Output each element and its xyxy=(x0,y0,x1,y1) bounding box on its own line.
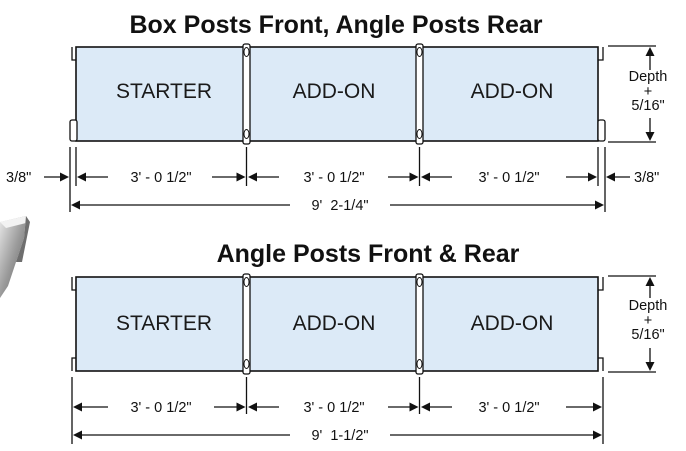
depth-label: Depth xyxy=(629,298,668,314)
total-dimension-label: 9' 1-1/2" xyxy=(311,428,368,444)
end-post-right xyxy=(598,277,604,371)
bay-dimension: 3' - 0 1/2" xyxy=(248,400,419,416)
diagram-title: Box Posts Front, Angle Posts Rear xyxy=(129,11,542,39)
bay-dimension-label: 3' - 0 1/2" xyxy=(130,400,191,416)
diagram-box-posts-front-angle-rear: Box Posts Front, Angle Posts Rear STARTE… xyxy=(6,11,667,214)
depth-label: Depth xyxy=(629,69,668,85)
depth-plus: + xyxy=(644,313,652,329)
bay-dimension: 3' - 0 1/2" xyxy=(421,170,597,186)
diagram-title: Angle Posts Front & Rear xyxy=(217,240,520,268)
end-post-right xyxy=(597,47,606,142)
bay-label: ADD-ON xyxy=(471,80,554,103)
bay-label: STARTER xyxy=(116,312,212,335)
interior-post xyxy=(415,273,424,375)
partial-product-photo xyxy=(0,216,30,298)
end-post-left xyxy=(71,277,76,371)
bay-label: STARTER xyxy=(116,80,212,103)
bay-dimension: 3' - 0 1/2" xyxy=(73,400,246,416)
left-offset-label: 3/8" xyxy=(6,170,31,186)
bay-dimension: 3' - 0 1/2" xyxy=(248,170,419,186)
bay-add-on xyxy=(421,276,599,372)
left-offset-dimension: 3/8" xyxy=(6,170,69,186)
depth-dimension: Depth + 5/16" xyxy=(608,45,668,143)
total-dimension: 9' 2-1/4" xyxy=(71,198,604,214)
bay-starter xyxy=(75,46,245,142)
interior-post xyxy=(242,273,251,375)
right-offset-dimension: 3/8" xyxy=(606,170,659,186)
right-offset-label: 3/8" xyxy=(634,170,659,186)
bay-label: ADD-ON xyxy=(293,312,376,335)
bay-dimension: 3' - 0 1/2" xyxy=(77,170,246,186)
bay-dimension-label: 3' - 0 1/2" xyxy=(130,170,191,186)
extension-lines xyxy=(69,147,606,212)
bay-dimension: 3' - 0 1/2" xyxy=(421,400,602,416)
bay-dimension-label: 3' - 0 1/2" xyxy=(478,400,539,416)
depth-value: 5/16" xyxy=(631,98,664,114)
bay-add-on xyxy=(421,46,599,142)
interior-post xyxy=(415,43,424,145)
depth-plus: + xyxy=(644,84,652,100)
bay-starter xyxy=(75,276,245,372)
bay-label: ADD-ON xyxy=(293,80,376,103)
bay-add-on xyxy=(248,276,418,372)
bay-label: ADD-ON xyxy=(471,312,554,335)
extension-lines xyxy=(71,377,604,444)
depth-value: 5/16" xyxy=(631,327,664,343)
bay-dimension-label: 3' - 0 1/2" xyxy=(303,400,364,416)
bay-dimension-label: 3' - 0 1/2" xyxy=(303,170,364,186)
total-dimension-label: 9' 2-1/4" xyxy=(311,198,368,214)
total-dimension: 9' 1-1/2" xyxy=(73,428,602,444)
bay-dimension-label: 3' - 0 1/2" xyxy=(478,170,539,186)
end-post-left xyxy=(69,47,78,142)
diagram-angle-posts-front-rear: Angle Posts Front & Rear STARTER ADD-ON … xyxy=(71,240,668,444)
depth-dimension: Depth + 5/16" xyxy=(608,275,668,373)
interior-post xyxy=(242,43,251,145)
